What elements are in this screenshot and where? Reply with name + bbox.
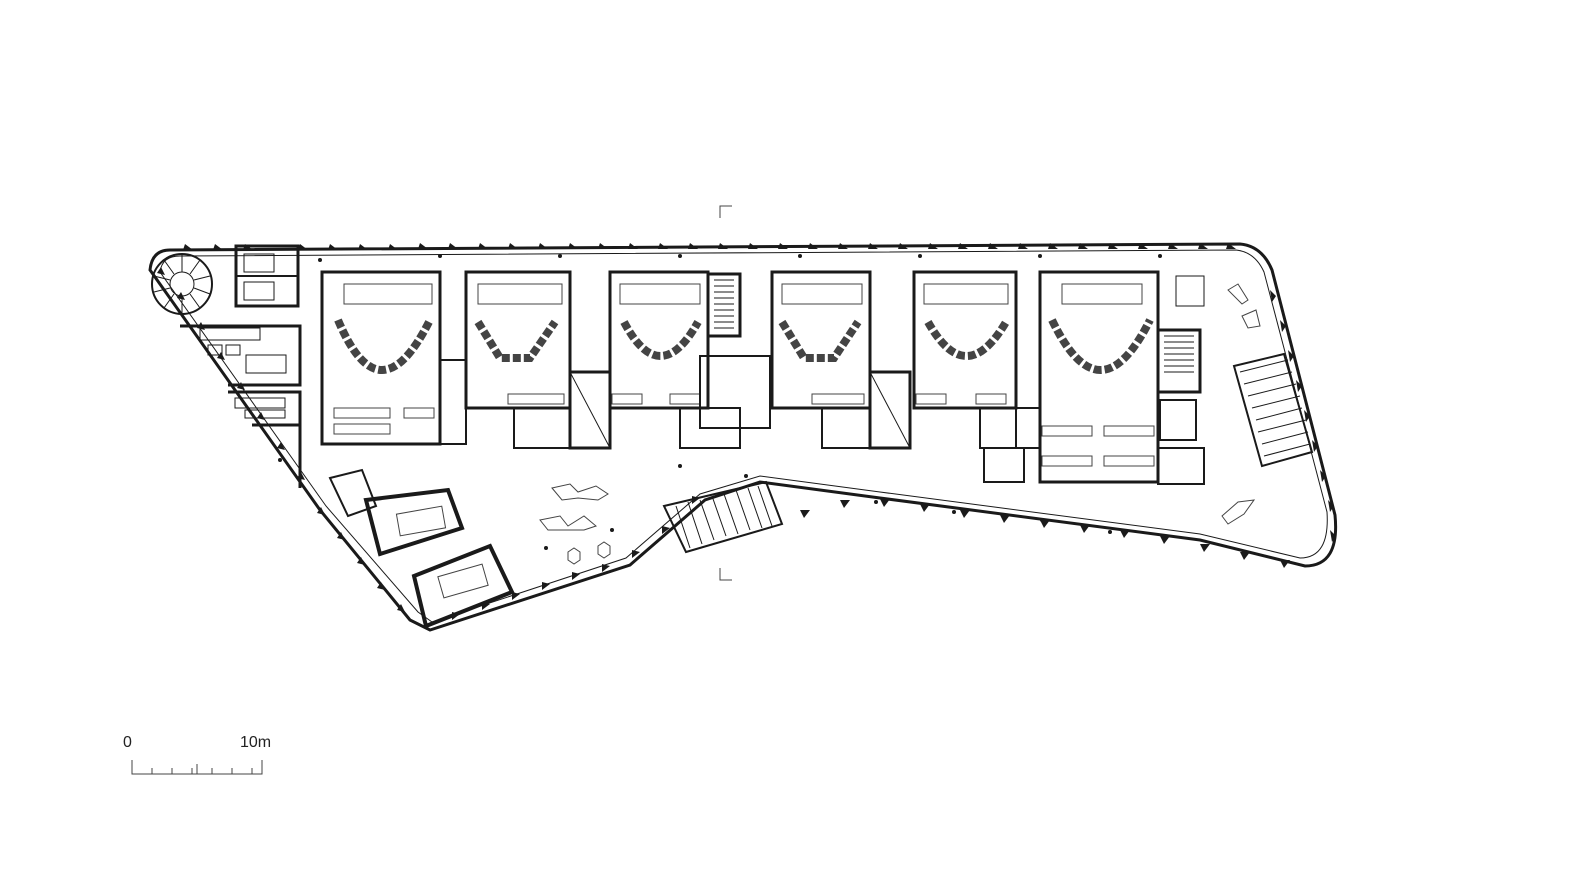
east-stair <box>1232 352 1314 468</box>
section-marker-icon <box>719 205 732 581</box>
lobby-furniture <box>539 283 1261 565</box>
classroom-4 <box>770 270 872 410</box>
scale-end-label: 10m <box>240 734 272 751</box>
spiral-stair-icon <box>151 253 213 315</box>
south-stair <box>662 480 784 554</box>
classroom-6 <box>1038 270 1160 484</box>
scale-zero-label: 0 <box>123 734 132 751</box>
building-outline <box>148 242 1338 632</box>
meeting-rooms <box>328 468 515 629</box>
west-offices <box>180 244 302 488</box>
classroom-5 <box>912 270 1018 410</box>
classroom-3 <box>608 270 710 410</box>
columns <box>278 254 1162 550</box>
classroom-1 <box>320 270 442 446</box>
classroom-2 <box>464 270 572 410</box>
service-cores <box>439 272 1205 485</box>
scale-bar <box>131 760 263 775</box>
